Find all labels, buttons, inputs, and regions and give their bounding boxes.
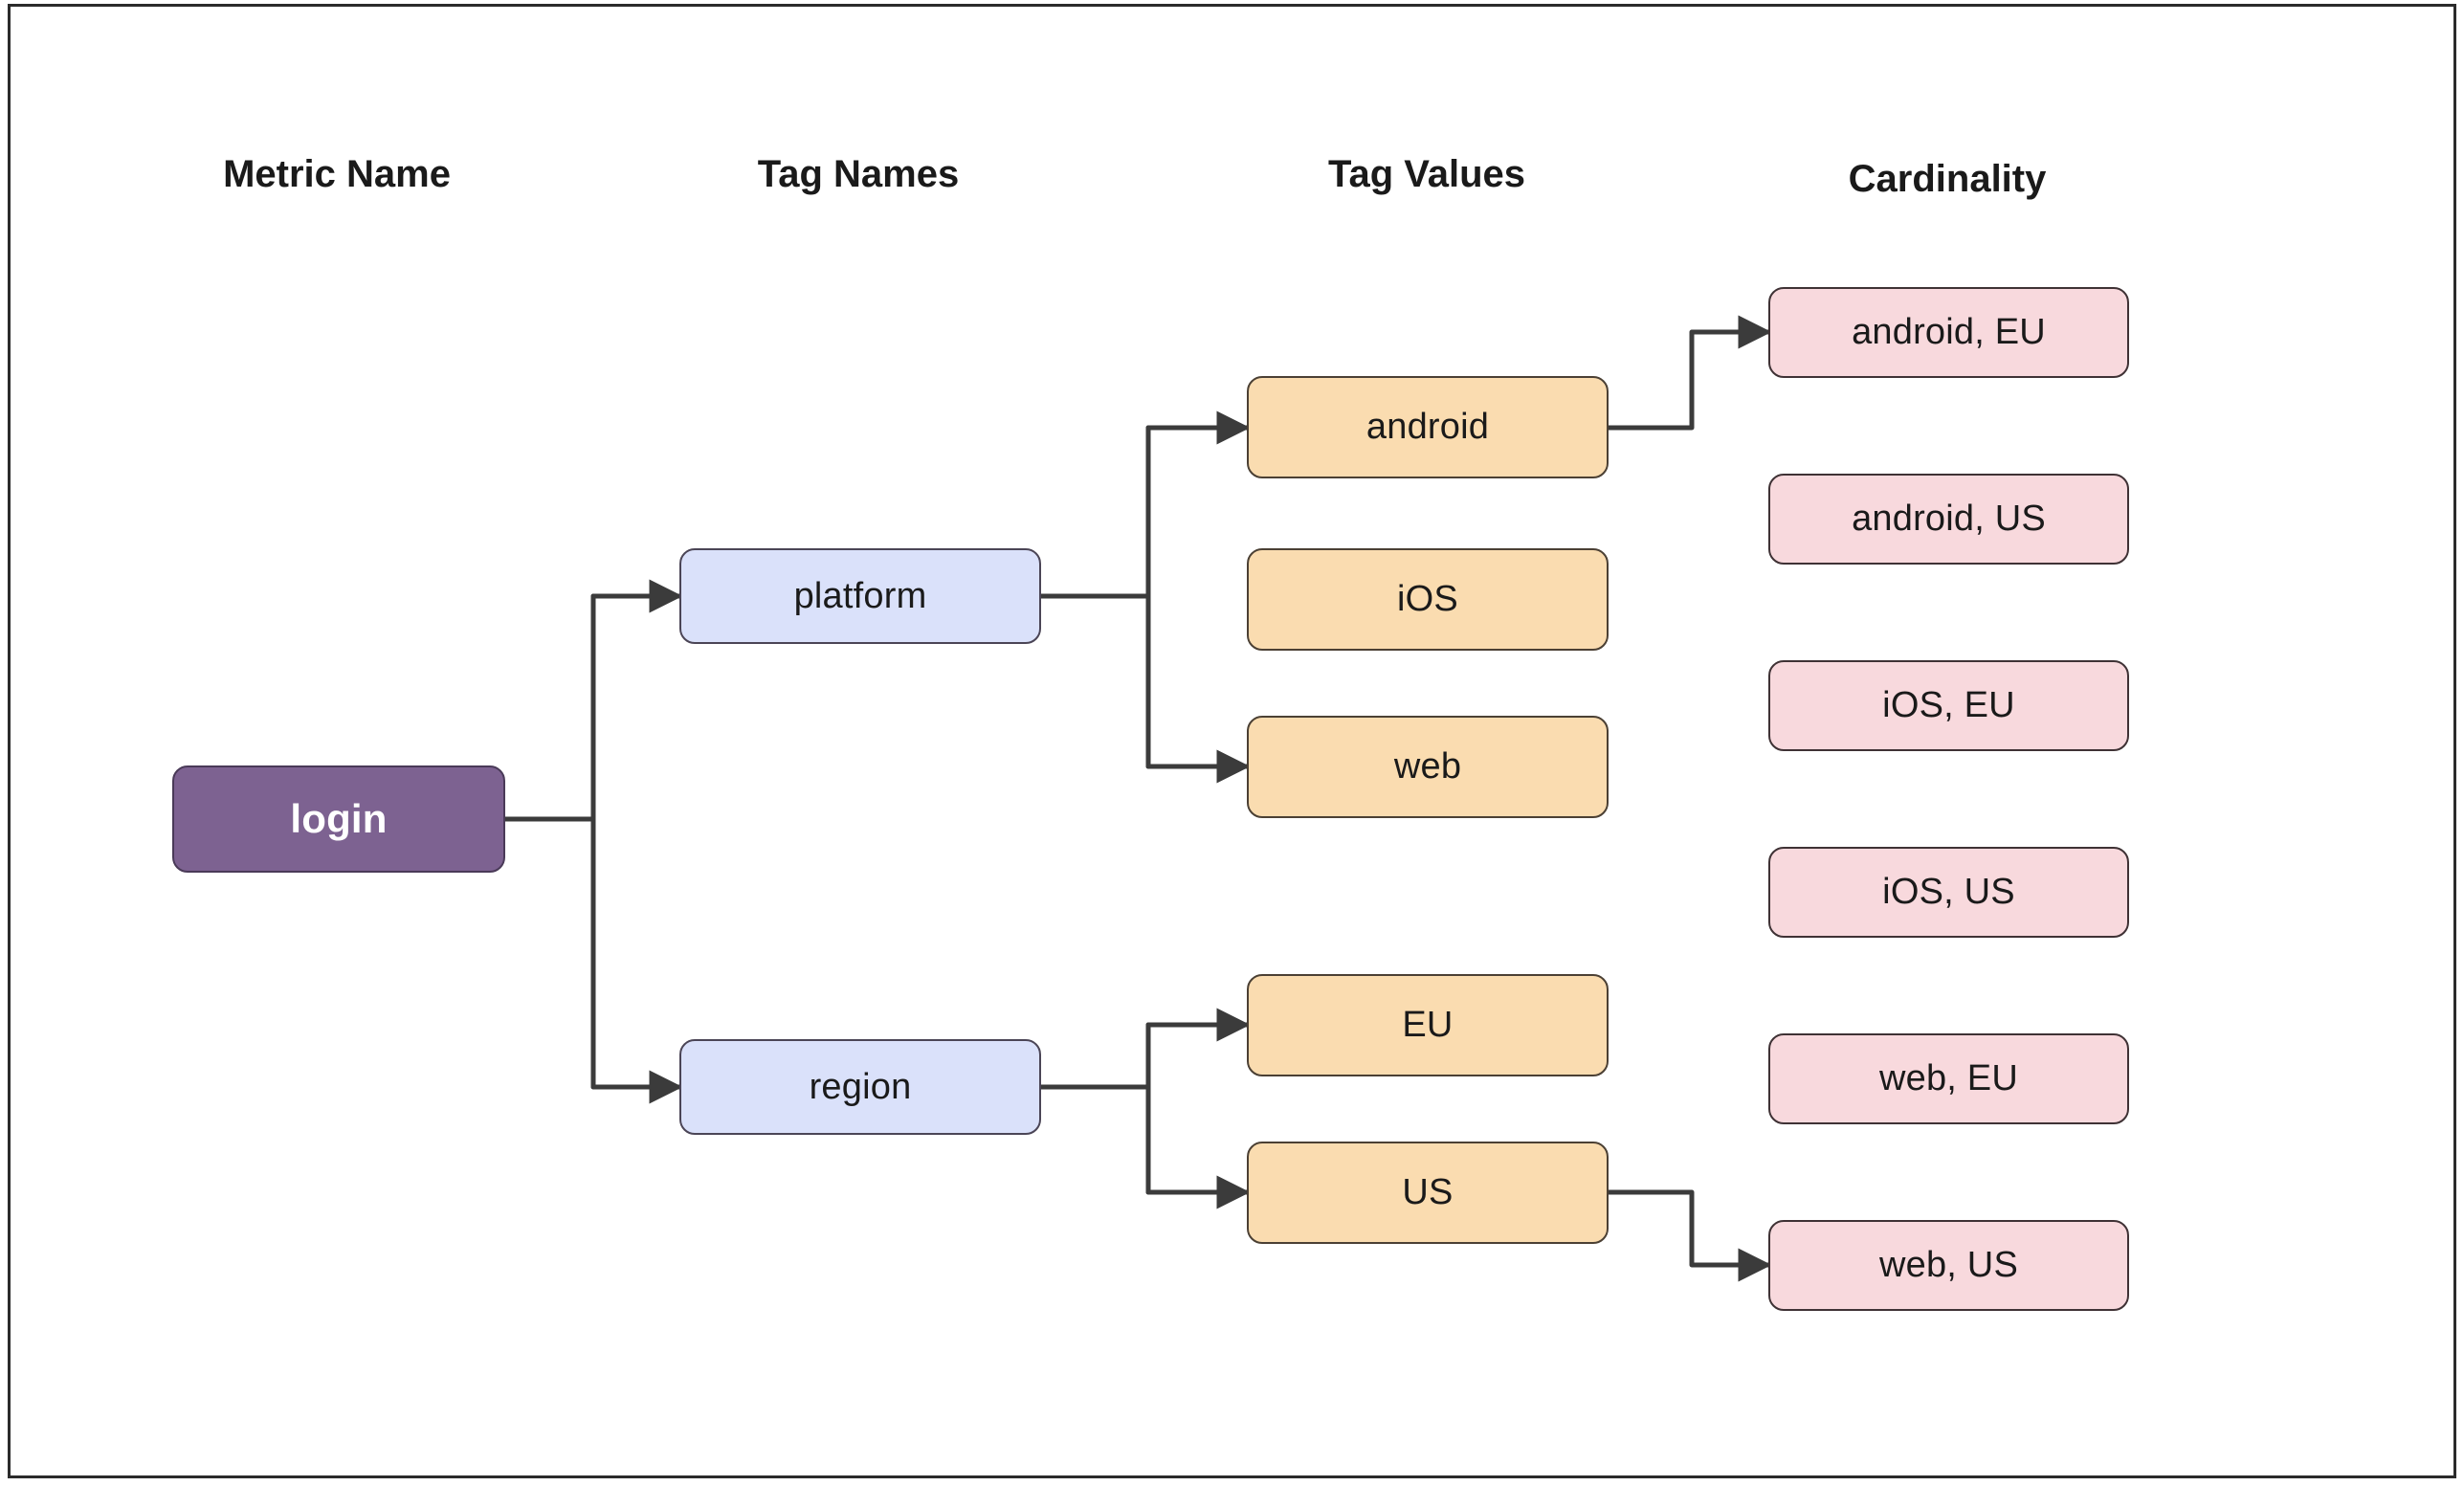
node-cardinality-ios-us[interactable]: iOS, US <box>1768 847 2129 938</box>
node-tag-name-platform[interactable]: platform <box>679 548 1041 644</box>
node-metric-login[interactable]: login <box>172 765 505 873</box>
column-header-tag-values: Tag Values <box>1327 153 1526 195</box>
edge-us-web-us <box>1606 1189 1772 1282</box>
column-header-tag-names: Tag Names <box>757 153 960 195</box>
node-tag-value-ios[interactable]: iOS <box>1247 548 1609 651</box>
edge-android-android-eu <box>1606 315 1772 431</box>
node-tag-value-eu[interactable]: EU <box>1247 974 1609 1076</box>
column-header-metric-name: Metric Name <box>223 153 451 195</box>
node-tag-name-region[interactable]: region <box>679 1039 1041 1135</box>
node-tag-value-android[interactable]: android <box>1247 376 1609 478</box>
node-cardinality-ios-eu[interactable]: iOS, EU <box>1768 660 2129 751</box>
node-tag-value-us[interactable]: US <box>1247 1142 1609 1244</box>
node-tag-value-web[interactable]: web <box>1247 716 1609 818</box>
column-header-cardinality: Cardinality <box>1848 158 2047 200</box>
node-cardinality-web-eu[interactable]: web, EU <box>1768 1033 2129 1124</box>
node-cardinality-android-us[interactable]: android, US <box>1768 474 2129 565</box>
node-cardinality-android-eu[interactable]: android, EU <box>1768 287 2129 378</box>
node-cardinality-web-us[interactable]: web, US <box>1768 1220 2129 1311</box>
